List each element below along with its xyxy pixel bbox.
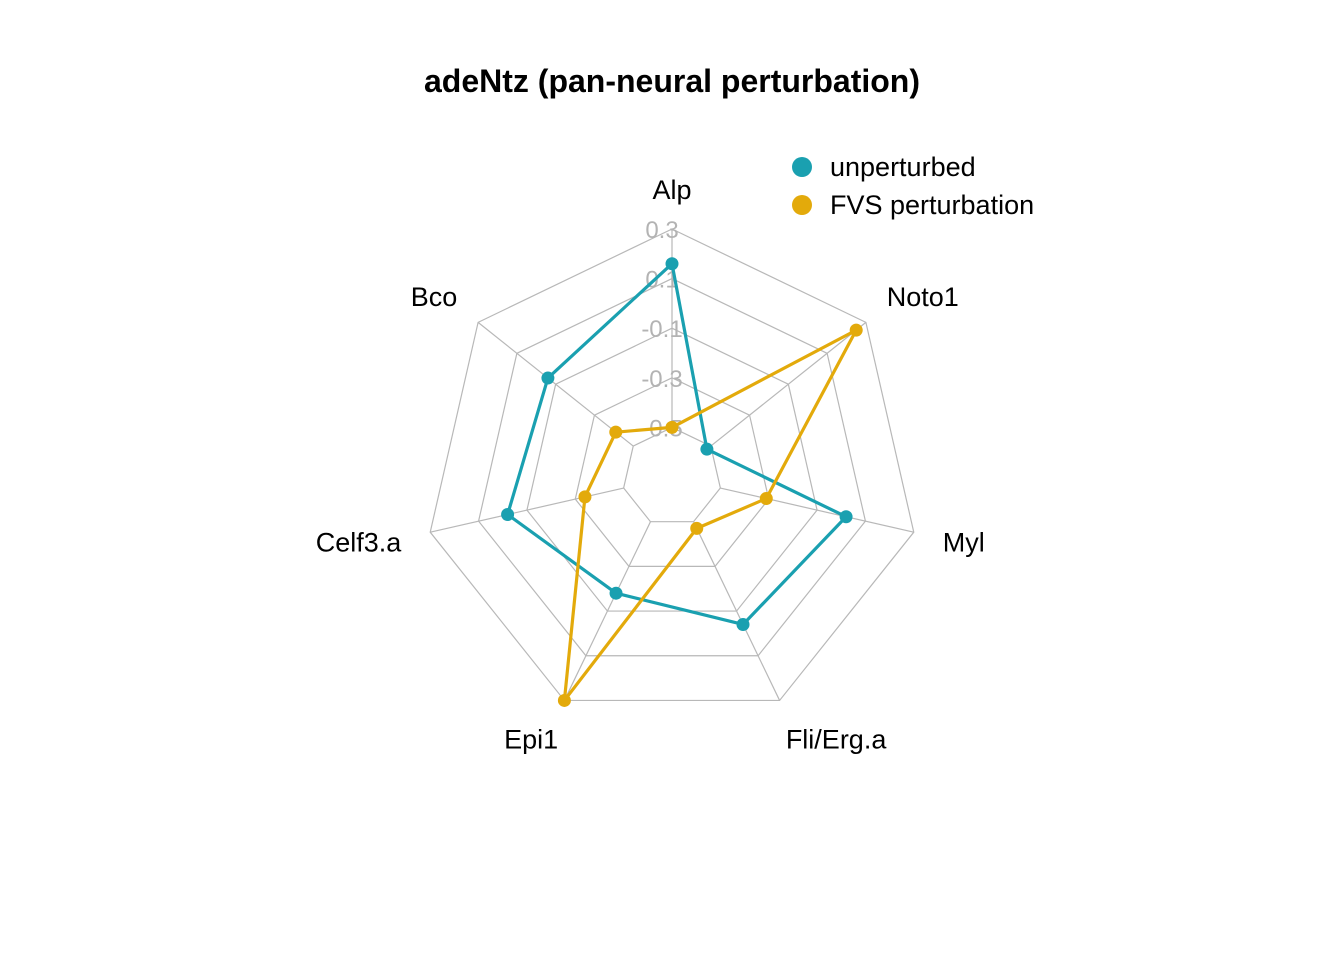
grid-ring <box>477 277 867 657</box>
axis-label: Bco <box>411 282 458 312</box>
axis-label: Alp <box>652 175 691 205</box>
data-point <box>578 490 592 504</box>
data-point <box>690 521 704 535</box>
data-point <box>541 371 555 385</box>
data-point <box>609 586 623 600</box>
data-point <box>700 442 714 456</box>
data-series <box>501 257 863 707</box>
axis-label: Myl <box>943 528 985 558</box>
data-point <box>849 323 863 337</box>
grid-spoke <box>720 487 914 533</box>
radial-tick-labels: 0.30.1-0.1-0.3-0.5 <box>641 217 682 442</box>
chart-title: adeNtz (pan-neural perturbation) <box>424 63 920 99</box>
grid-spoke <box>710 321 867 447</box>
series-line <box>562 328 858 703</box>
tick-label: -0.3 <box>641 366 682 393</box>
data-point <box>609 425 623 439</box>
grid-ring <box>574 377 770 567</box>
legend-label: FVS perturbation <box>830 190 1034 220</box>
radar-grid <box>429 228 915 702</box>
axis-label: Noto1 <box>887 282 959 312</box>
tick-label: -0.1 <box>641 316 682 343</box>
series-group <box>557 323 863 707</box>
grid-ring <box>526 327 818 612</box>
legend-marker <box>792 157 812 177</box>
tick-label: 0.3 <box>645 217 678 244</box>
grid-spoke <box>430 487 624 533</box>
data-point <box>759 492 773 506</box>
data-point <box>501 508 515 522</box>
data-point <box>557 693 571 707</box>
grid-spoke <box>692 521 781 701</box>
data-point <box>665 257 679 271</box>
grid-spoke <box>477 321 634 447</box>
data-point <box>665 420 679 434</box>
grid-spoke <box>563 521 652 701</box>
axis-label: Fli/Erg.a <box>786 724 888 754</box>
legend-label: unperturbed <box>830 152 976 182</box>
axis-label: Epi1 <box>504 724 558 754</box>
series-group <box>501 257 853 631</box>
data-point <box>839 510 853 524</box>
axis-label: Celf3.a <box>316 528 403 558</box>
series-line <box>505 262 848 627</box>
legend-marker <box>792 195 812 215</box>
data-point <box>736 617 750 631</box>
grid-ring <box>429 228 915 702</box>
